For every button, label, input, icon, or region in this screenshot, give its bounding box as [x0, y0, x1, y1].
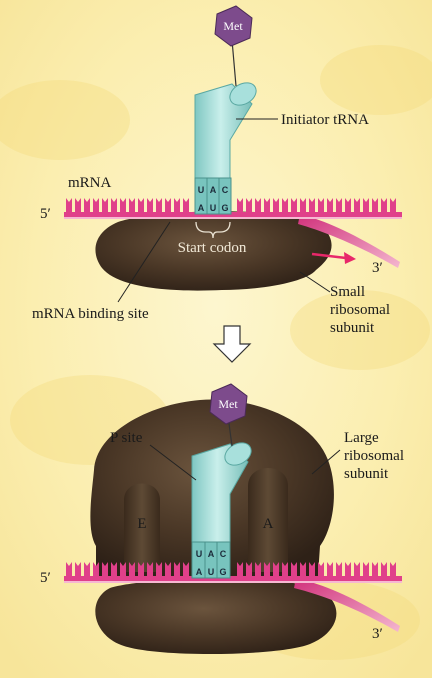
anticodon-base: U: [196, 549, 203, 559]
small-subunit-line: subunit: [330, 320, 375, 336]
three-prime-label-top: 3′: [372, 260, 383, 276]
e-site-label: E: [137, 516, 146, 532]
p-site-label: P site: [110, 430, 143, 446]
small-subunit-line: ribosomal: [330, 302, 390, 318]
mrna-label: mRNA: [68, 175, 112, 191]
codon-top: A U G: [198, 203, 229, 213]
anticodon-bottom: U A C: [196, 549, 227, 559]
small-ribosomal-subunit-bottom: [95, 579, 336, 655]
five-prime-label-top: 5′: [40, 206, 51, 222]
met-label: Met: [223, 19, 243, 33]
codon-base: A: [196, 567, 203, 577]
codon-base: U: [208, 567, 215, 577]
a-site-label: A: [263, 516, 274, 532]
initiator-trna-label: Initiator tRNA: [281, 112, 369, 128]
anticodon-base: A: [208, 549, 215, 559]
anticodon-base: U: [198, 185, 205, 195]
mrna-binding-site-label: mRNA binding site: [32, 306, 149, 322]
met-label: Met: [218, 397, 238, 411]
codon-base: G: [219, 567, 226, 577]
five-prime-label-bottom: 5′: [40, 570, 51, 586]
anticodon-top: U A C: [198, 185, 229, 195]
large-subunit-line: ribosomal: [344, 448, 404, 464]
three-prime-label-bottom: 3′: [372, 626, 383, 642]
codon-base: U: [210, 203, 217, 213]
codon-base: G: [221, 203, 228, 213]
anticodon-base: C: [222, 185, 229, 195]
start-codon-label: Start codon: [178, 240, 247, 256]
codon-bottom: A U G: [196, 567, 227, 577]
anticodon-base: C: [220, 549, 227, 559]
large-subunit-line: subunit: [344, 466, 389, 482]
codon-base: A: [198, 203, 205, 213]
large-subunit-line: Large: [344, 430, 379, 446]
anticodon-base: A: [210, 185, 217, 195]
small-subunit-line: Small: [330, 284, 365, 300]
